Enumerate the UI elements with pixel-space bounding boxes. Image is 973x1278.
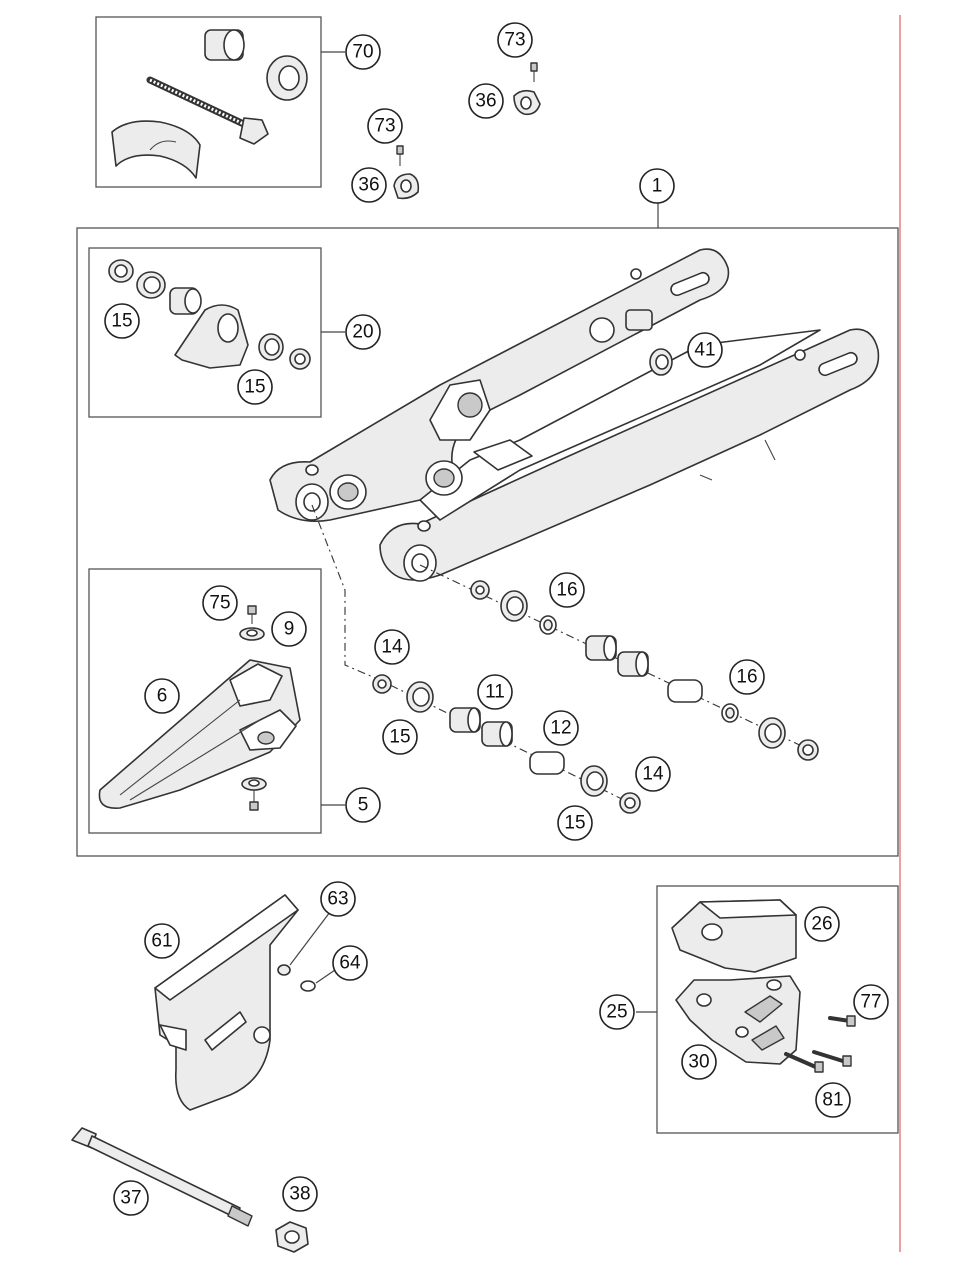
svg-text:5: 5 (358, 795, 369, 816)
swingarm-main-box (76, 227, 899, 857)
svg-text:1: 1 (652, 176, 663, 197)
callout-14-b: 14 (635, 756, 671, 792)
callout-26: 26 (804, 906, 840, 942)
callout-16-a: 16 (549, 572, 585, 608)
chain-slider-group (88, 568, 345, 834)
callout-73-mid: 73 (367, 108, 403, 144)
callout-15-c: 15 (382, 719, 418, 755)
svg-text:20: 20 (352, 322, 373, 343)
callout-75: 75 (202, 585, 238, 621)
callout-20: 20 (345, 314, 381, 350)
callout-61: 61 (144, 923, 180, 959)
svg-text:73: 73 (374, 116, 395, 137)
callout-5: 5 (345, 787, 381, 823)
svg-text:81: 81 (822, 1090, 843, 1111)
svg-text:15: 15 (389, 727, 410, 748)
kit-25-box (656, 885, 899, 1134)
kit-70-group (95, 16, 345, 188)
callout-1: 1 (639, 168, 675, 204)
svg-text:41: 41 (694, 340, 715, 361)
callout-73-top: 73 (497, 22, 533, 58)
svg-text:75: 75 (209, 593, 230, 614)
callout-30: 30 (681, 1044, 717, 1080)
kit-70-bolt (146, 76, 269, 145)
pivot-parts-lower (372, 674, 641, 814)
svg-text:73: 73 (504, 30, 525, 51)
svg-text:38: 38 (289, 1184, 310, 1205)
svg-text:77: 77 (860, 992, 881, 1013)
callout-36-top: 36 (468, 83, 504, 119)
svg-text:6: 6 (157, 686, 168, 707)
callout-41: 41 (687, 332, 723, 368)
callout-12: 12 (543, 710, 579, 746)
callout-6: 6 (144, 678, 180, 714)
kit-20-group (88, 247, 345, 418)
kit-70-seal (266, 55, 308, 101)
kit-70-bushing (204, 29, 245, 61)
clamp-top-group (513, 62, 541, 116)
callout-15-d: 15 (557, 805, 593, 841)
svg-text:61: 61 (151, 931, 172, 952)
svg-text:37: 37 (120, 1188, 141, 1209)
svg-text:12: 12 (550, 718, 571, 739)
svg-text:16: 16 (556, 580, 577, 601)
callout-38: 38 (282, 1176, 318, 1212)
callout-14-a: 14 (374, 629, 410, 665)
svg-text:25: 25 (606, 1002, 627, 1023)
callout-63: 63 (320, 881, 356, 917)
callout-25: 25 (599, 994, 635, 1030)
svg-text:26: 26 (811, 914, 832, 935)
svg-text:63: 63 (327, 889, 348, 910)
kit-70-shell (111, 120, 201, 179)
svg-text:70: 70 (352, 42, 373, 63)
svg-text:14: 14 (642, 764, 664, 785)
swingarm-body (269, 248, 880, 582)
callout-36-mid: 36 (351, 167, 387, 203)
svg-text:9: 9 (284, 619, 295, 640)
callout-9: 9 (271, 611, 307, 647)
svg-text:64: 64 (339, 953, 361, 974)
svg-text:11: 11 (485, 682, 505, 703)
chain-guard-61 (154, 894, 336, 1111)
svg-text:36: 36 (358, 175, 379, 196)
svg-text:16: 16 (736, 667, 757, 688)
kit-70-box (95, 16, 322, 188)
kit-5-box (88, 568, 322, 834)
svg-text:36: 36 (475, 91, 496, 112)
svg-text:15: 15 (111, 311, 132, 332)
nut-38 (275, 1221, 309, 1253)
seal-41 (649, 348, 673, 376)
svg-text:14: 14 (381, 637, 403, 658)
pivot-parts-upper (470, 580, 819, 761)
callout-16-b: 16 (729, 659, 765, 695)
svg-text:15: 15 (244, 377, 265, 398)
svg-text:30: 30 (688, 1052, 709, 1073)
callout-15-kit-b: 15 (237, 369, 273, 405)
callout-64: 64 (332, 945, 368, 981)
chain-guide-group (636, 885, 899, 1134)
callout-37: 37 (113, 1180, 149, 1216)
svg-text:15: 15 (564, 813, 585, 834)
callout-15-kit-a: 15 (104, 303, 140, 339)
callout-81: 81 (815, 1082, 851, 1118)
axle-37 (71, 1127, 253, 1227)
callout-77: 77 (853, 984, 889, 1020)
callout-70: 70 (345, 34, 381, 70)
callout-11: 11 (477, 674, 513, 710)
clamp-mid-group (393, 145, 420, 200)
